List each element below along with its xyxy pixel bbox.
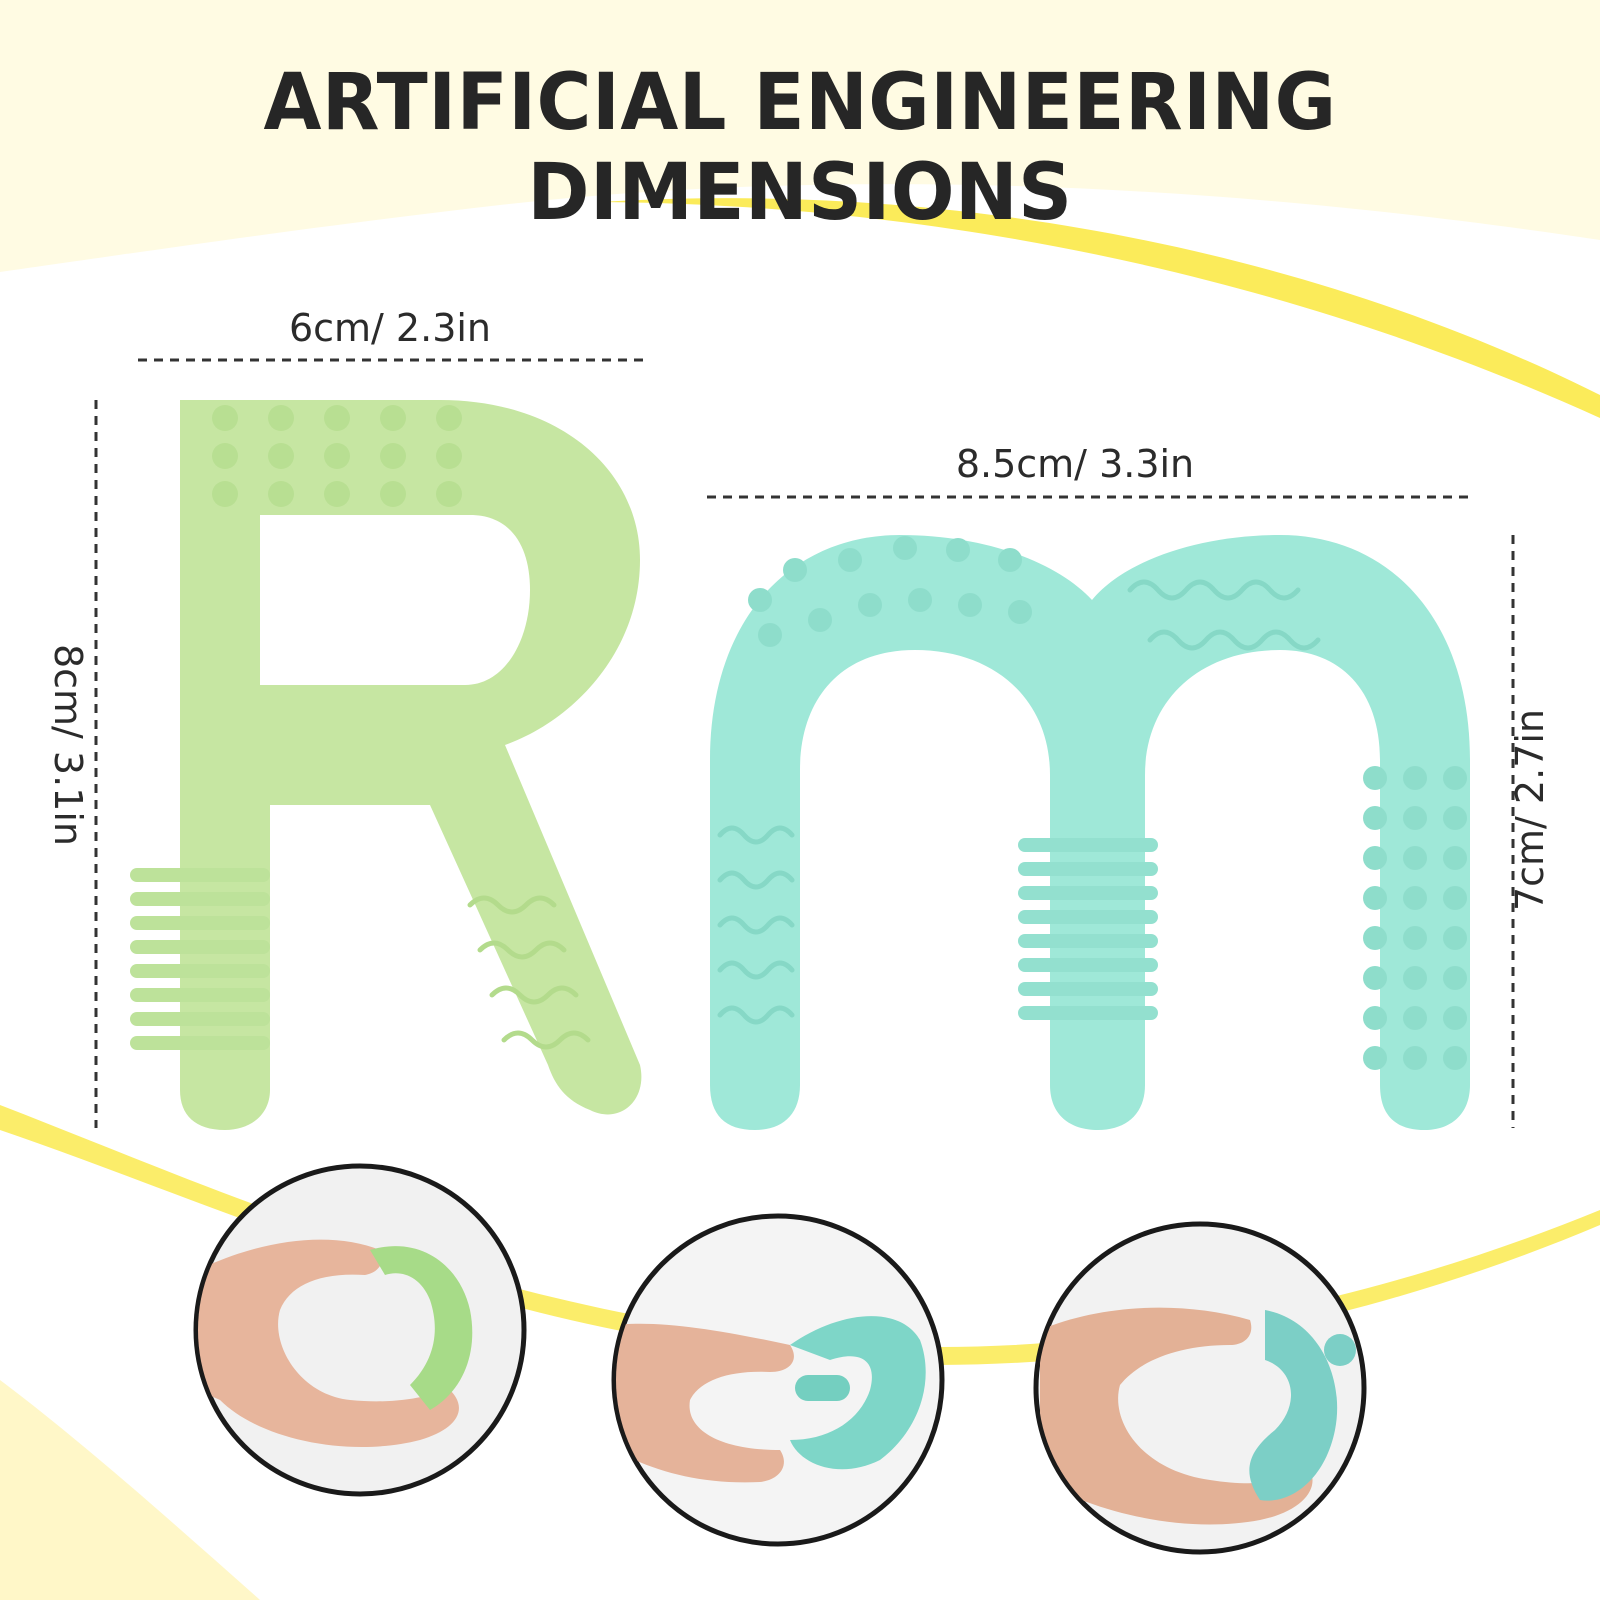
bump	[1403, 886, 1427, 910]
rib	[130, 1012, 270, 1026]
bump	[808, 608, 832, 632]
m-ribs	[1018, 838, 1158, 1020]
bump	[212, 405, 238, 431]
bump	[1443, 886, 1467, 910]
rib	[130, 868, 270, 882]
bump	[1403, 966, 1427, 990]
bump	[908, 588, 932, 612]
bump	[1363, 886, 1387, 910]
rib	[130, 988, 270, 1002]
r-dots	[212, 405, 462, 507]
bump	[1363, 846, 1387, 870]
rib	[1018, 910, 1158, 924]
r-height-label: 8cm/ 3.1in	[46, 643, 90, 847]
rib	[1018, 982, 1158, 996]
rib	[1018, 934, 1158, 948]
bump	[838, 548, 862, 572]
bump	[268, 481, 294, 507]
rib	[130, 892, 270, 906]
rib	[130, 964, 270, 978]
bump	[380, 443, 406, 469]
bump	[1363, 766, 1387, 790]
bump	[748, 588, 772, 612]
r-ribs	[130, 868, 270, 1050]
dimension-lines	[94, 358, 1515, 1128]
rib	[1018, 862, 1158, 876]
bump	[324, 405, 350, 431]
bump	[1443, 926, 1467, 950]
bump	[324, 443, 350, 469]
m-width-label: 8.5cm/ 3.3in	[955, 442, 1195, 486]
bump	[1008, 600, 1032, 624]
yellow-corner-shade	[0, 1380, 260, 1600]
rib	[1018, 958, 1158, 972]
bump	[380, 405, 406, 431]
bump	[1363, 966, 1387, 990]
r-width-label: 6cm/ 2.3in	[288, 306, 492, 350]
bump	[1443, 1006, 1467, 1030]
bump	[1403, 1046, 1427, 1070]
bump	[1363, 1046, 1387, 1070]
bump	[1443, 966, 1467, 990]
squeezing-m-photo	[1033, 1221, 1367, 1555]
bending-r-photo	[193, 1163, 527, 1497]
bump	[1403, 926, 1427, 950]
bump	[946, 538, 970, 562]
teal-toy-folded	[790, 1316, 926, 1470]
bump	[1363, 926, 1387, 950]
bump	[958, 593, 982, 617]
rib	[130, 916, 270, 930]
bump	[1403, 846, 1427, 870]
m-dots	[748, 536, 1467, 1070]
rib	[1018, 886, 1158, 900]
bump	[1363, 806, 1387, 830]
bump	[1443, 846, 1467, 870]
bump	[998, 548, 1022, 572]
bump	[1403, 766, 1427, 790]
bump	[212, 443, 238, 469]
bump	[1403, 806, 1427, 830]
letter-r-teether	[130, 400, 642, 1130]
folding-m-photo	[611, 1213, 945, 1547]
bump	[1443, 806, 1467, 830]
headline: ARTIFICIAL ENGINEERING DIMENSIONS	[263, 58, 1337, 238]
bump	[893, 536, 917, 560]
cream-header-band	[0, 0, 1600, 272]
bump	[1443, 766, 1467, 790]
bump	[268, 443, 294, 469]
m-height-label: 7cm/ 2.7in	[1508, 708, 1552, 912]
r-counter	[260, 515, 530, 685]
bump	[436, 481, 462, 507]
rib	[130, 940, 270, 954]
letter-m-teether	[710, 535, 1470, 1130]
bump	[436, 443, 462, 469]
bump	[1443, 1046, 1467, 1070]
bump	[268, 405, 294, 431]
bump	[858, 593, 882, 617]
bump	[436, 405, 462, 431]
rib	[1018, 838, 1158, 852]
teal-toy-squeezed	[1249, 1310, 1338, 1501]
m-waves	[717, 579, 1321, 1025]
m-body	[710, 535, 1470, 1130]
bump	[380, 481, 406, 507]
bump	[1403, 1006, 1427, 1030]
bump	[758, 623, 782, 647]
bump	[783, 558, 807, 582]
bump	[324, 481, 350, 507]
yellow-swoosh-top	[600, 198, 1600, 418]
bump	[1363, 1006, 1387, 1030]
bump	[212, 481, 238, 507]
green-toy-bent	[370, 1246, 473, 1410]
rib	[1018, 1006, 1158, 1020]
r-waves	[467, 895, 591, 1050]
rib	[130, 1036, 270, 1050]
